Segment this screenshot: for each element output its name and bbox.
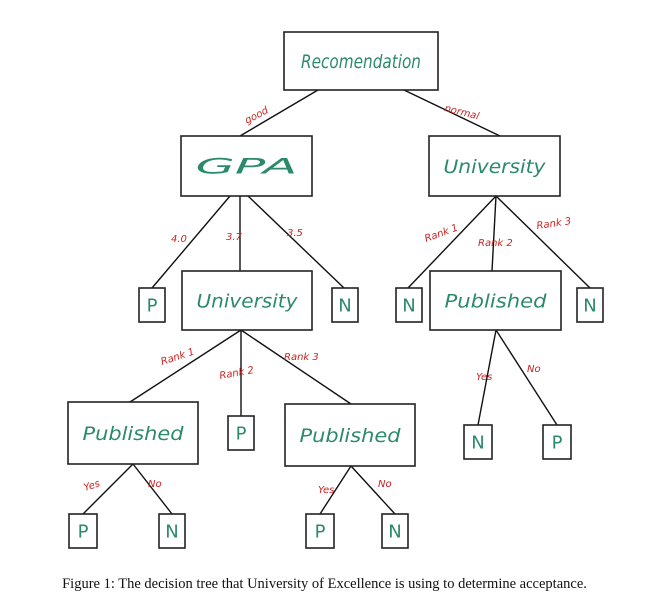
node-box-pub_l3 — [284, 403, 416, 467]
decision-node-root: Recomendation — [283, 31, 439, 91]
node-box-gpa_n — [331, 287, 359, 323]
edge-label-root-to-univ_r: normal — [443, 103, 480, 122]
figure-caption: Figure 1: The decision tree that Univers… — [62, 576, 587, 592]
leaf-node-pr_n: N — [463, 424, 493, 460]
leaf-node-gpa_n: N — [331, 287, 359, 323]
node-label-p1_p: P — [78, 521, 89, 542]
decision-node-pub_l1: Published — [67, 401, 199, 465]
node-box-pub_l1 — [67, 401, 199, 465]
edge-label-univ_l-to-pub_l3: Rank 3 — [284, 352, 319, 363]
node-box-root — [283, 31, 439, 91]
edge-pub_l3-to-p3_n — [350, 465, 396, 515]
leaf-node-ul_p: P — [227, 415, 255, 451]
decision-node-univ_l: University — [181, 270, 313, 331]
edge-label-univ_l-to-pub_l1: Rank 1 — [160, 347, 196, 368]
edge-label-univ_r-to-ur_n1: Rank 1 — [423, 223, 459, 245]
edge-label-pub_r-to-pr_n: Yes — [476, 372, 492, 383]
edge-label-pub_r-to-pr_p: No — [527, 364, 541, 375]
node-box-gpa — [180, 135, 313, 197]
node-label-p3_n: N — [388, 521, 401, 542]
edge-pub_l1-to-p1_n — [132, 463, 173, 515]
node-label-univ_l: University — [197, 290, 299, 312]
edge-root-to-univ_r — [403, 89, 501, 137]
node-label-gpa_p: P — [147, 295, 158, 316]
node-box-ul_p — [227, 415, 255, 451]
node-label-ul_p: P — [236, 423, 247, 444]
edge-univ_l-to-pub_l1 — [129, 329, 242, 403]
node-box-p1_n — [158, 513, 186, 549]
edge-label-univ_l-to-ul_p: Rank 2 — [219, 365, 255, 382]
leaf-node-p3_n: N — [381, 513, 409, 549]
edge-label-pub_l1-to-p1_p: Yes — [83, 478, 102, 494]
node-box-p3_p — [305, 513, 335, 549]
node-label-pub_r: Published — [445, 290, 548, 312]
node-label-gpa_n: N — [338, 295, 351, 316]
edge-gpa-to-gpa_n — [247, 195, 345, 289]
edge-univ_r-to-ur_n1 — [407, 195, 497, 289]
edge-label-univ_r-to-pub_r: Rank 2 — [478, 238, 513, 249]
decision-node-univ_r: University — [428, 135, 561, 197]
node-label-pub_l3: Published — [300, 425, 402, 447]
node-label-univ_r: University — [444, 156, 547, 178]
edge-label-pub_l3-to-p3_p: Yes — [318, 485, 334, 496]
node-label-ur_n1: N — [402, 295, 415, 316]
edge-univ_r-to-pub_r — [491, 195, 497, 272]
node-box-univ_l — [181, 270, 313, 331]
node-box-univ_r — [428, 135, 561, 197]
node-label-pr_n: N — [471, 432, 484, 453]
edge-pub_r-to-pr_p — [495, 329, 558, 426]
edge-univ_r-to-ur_n3 — [495, 195, 591, 289]
decision-node-pub_l3: Published — [284, 403, 416, 467]
edge-label-root-to-gpa: good — [243, 105, 271, 127]
edge-label-univ_r-to-ur_n3: Rank 3 — [536, 216, 572, 232]
leaf-node-p1_p: P — [68, 513, 98, 549]
leaf-node-p3_p: P — [305, 513, 335, 549]
edge-univ_l-to-pub_l3 — [240, 329, 352, 405]
node-label-root: Recomendation — [301, 51, 421, 73]
leaf-node-gpa_p: P — [138, 287, 166, 323]
node-box-p1_p — [68, 513, 98, 549]
leaf-node-ur_n3: N — [576, 287, 604, 323]
node-label-p3_p: P — [315, 521, 326, 542]
node-box-pr_n — [463, 424, 493, 460]
decision-node-pub_r: Published — [429, 270, 562, 331]
edge-label-pub_l3-to-p3_n: No — [378, 479, 392, 490]
node-box-pub_r — [429, 270, 562, 331]
node-box-pr_p — [542, 424, 572, 460]
node-label-pr_p: P — [552, 432, 563, 453]
edge-label-gpa-to-gpa_p: 4.0 — [171, 234, 187, 245]
node-box-ur_n3 — [576, 287, 604, 323]
edge-gpa-to-gpa_p — [151, 195, 231, 289]
edges-layer — [82, 89, 591, 515]
edge-label-gpa-to-gpa_n: 3.5 — [287, 228, 303, 239]
edge-label-pub_l1-to-p1_n: No — [148, 479, 162, 490]
edge-pub_l1-to-p1_p — [82, 463, 134, 515]
node-label-pub_l1: Published — [83, 423, 185, 445]
edge-label-gpa-to-univ_l: 3.7 — [226, 232, 243, 243]
node-label-p1_n: N — [165, 521, 178, 542]
node-label-gpa: GPA — [196, 155, 298, 179]
node-label-ur_n3: N — [583, 295, 596, 316]
edge-root-to-gpa — [239, 89, 319, 137]
decision-node-gpa: GPA — [180, 135, 313, 197]
node-box-p3_n — [381, 513, 409, 549]
edge-pub_r-to-pr_n — [477, 329, 497, 426]
leaf-node-ur_n1: N — [395, 287, 423, 323]
leaf-node-pr_p: P — [542, 424, 572, 460]
node-box-ur_n1 — [395, 287, 423, 323]
edge-pub_l3-to-p3_p — [319, 465, 352, 515]
node-box-gpa_p — [138, 287, 166, 323]
leaf-node-p1_n: N — [158, 513, 186, 549]
